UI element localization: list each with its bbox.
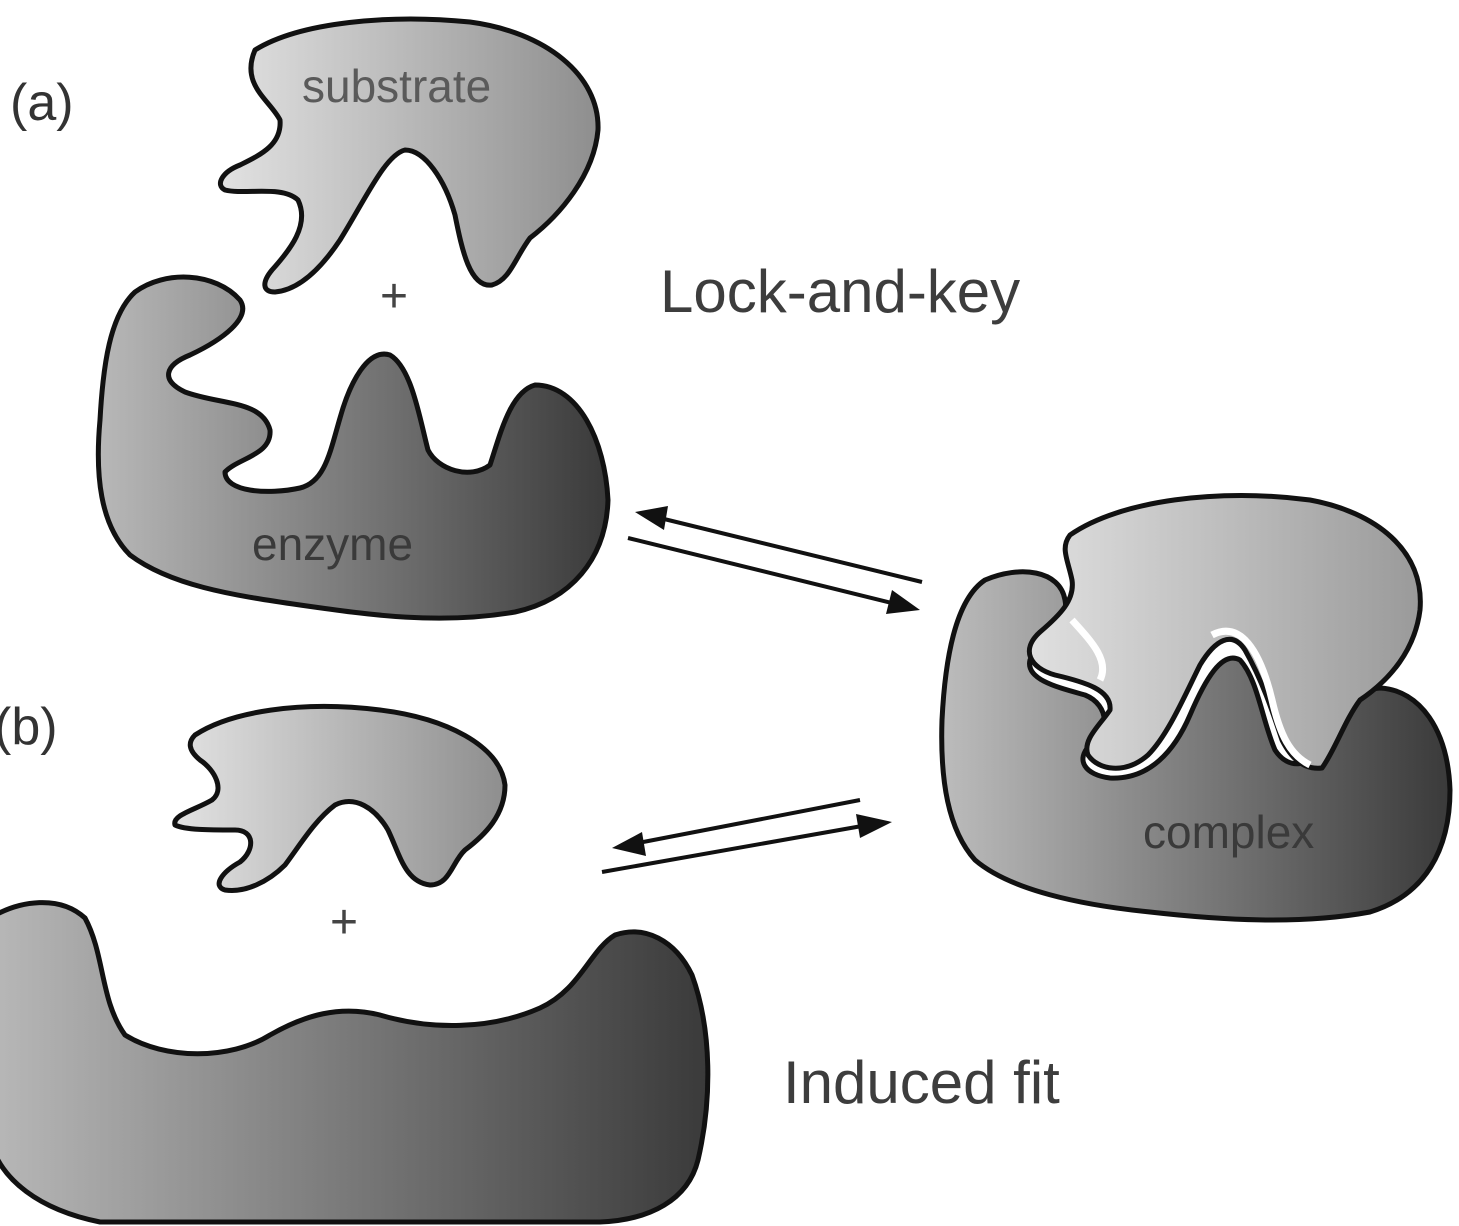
equilibrium-arrows-a (628, 506, 922, 614)
substrate-shape-b (175, 706, 505, 890)
mechanism-label-a: Lock-and-key (660, 258, 1020, 325)
enzyme-shape-b (0, 903, 708, 1222)
panel-a-label: (a) (10, 74, 74, 132)
complex-label: complex (1143, 806, 1314, 858)
mechanism-label-b: Induced fit (783, 1049, 1060, 1116)
equilibrium-arrows-b (602, 800, 892, 872)
enzyme-label: enzyme (252, 518, 413, 570)
panel-b-label: (b) (0, 698, 58, 756)
plus-sign-a: + (380, 270, 408, 323)
substrate-label: substrate (302, 60, 491, 112)
enzyme-substrate-complex: complex (942, 495, 1450, 919)
plus-sign-b: + (330, 896, 358, 949)
